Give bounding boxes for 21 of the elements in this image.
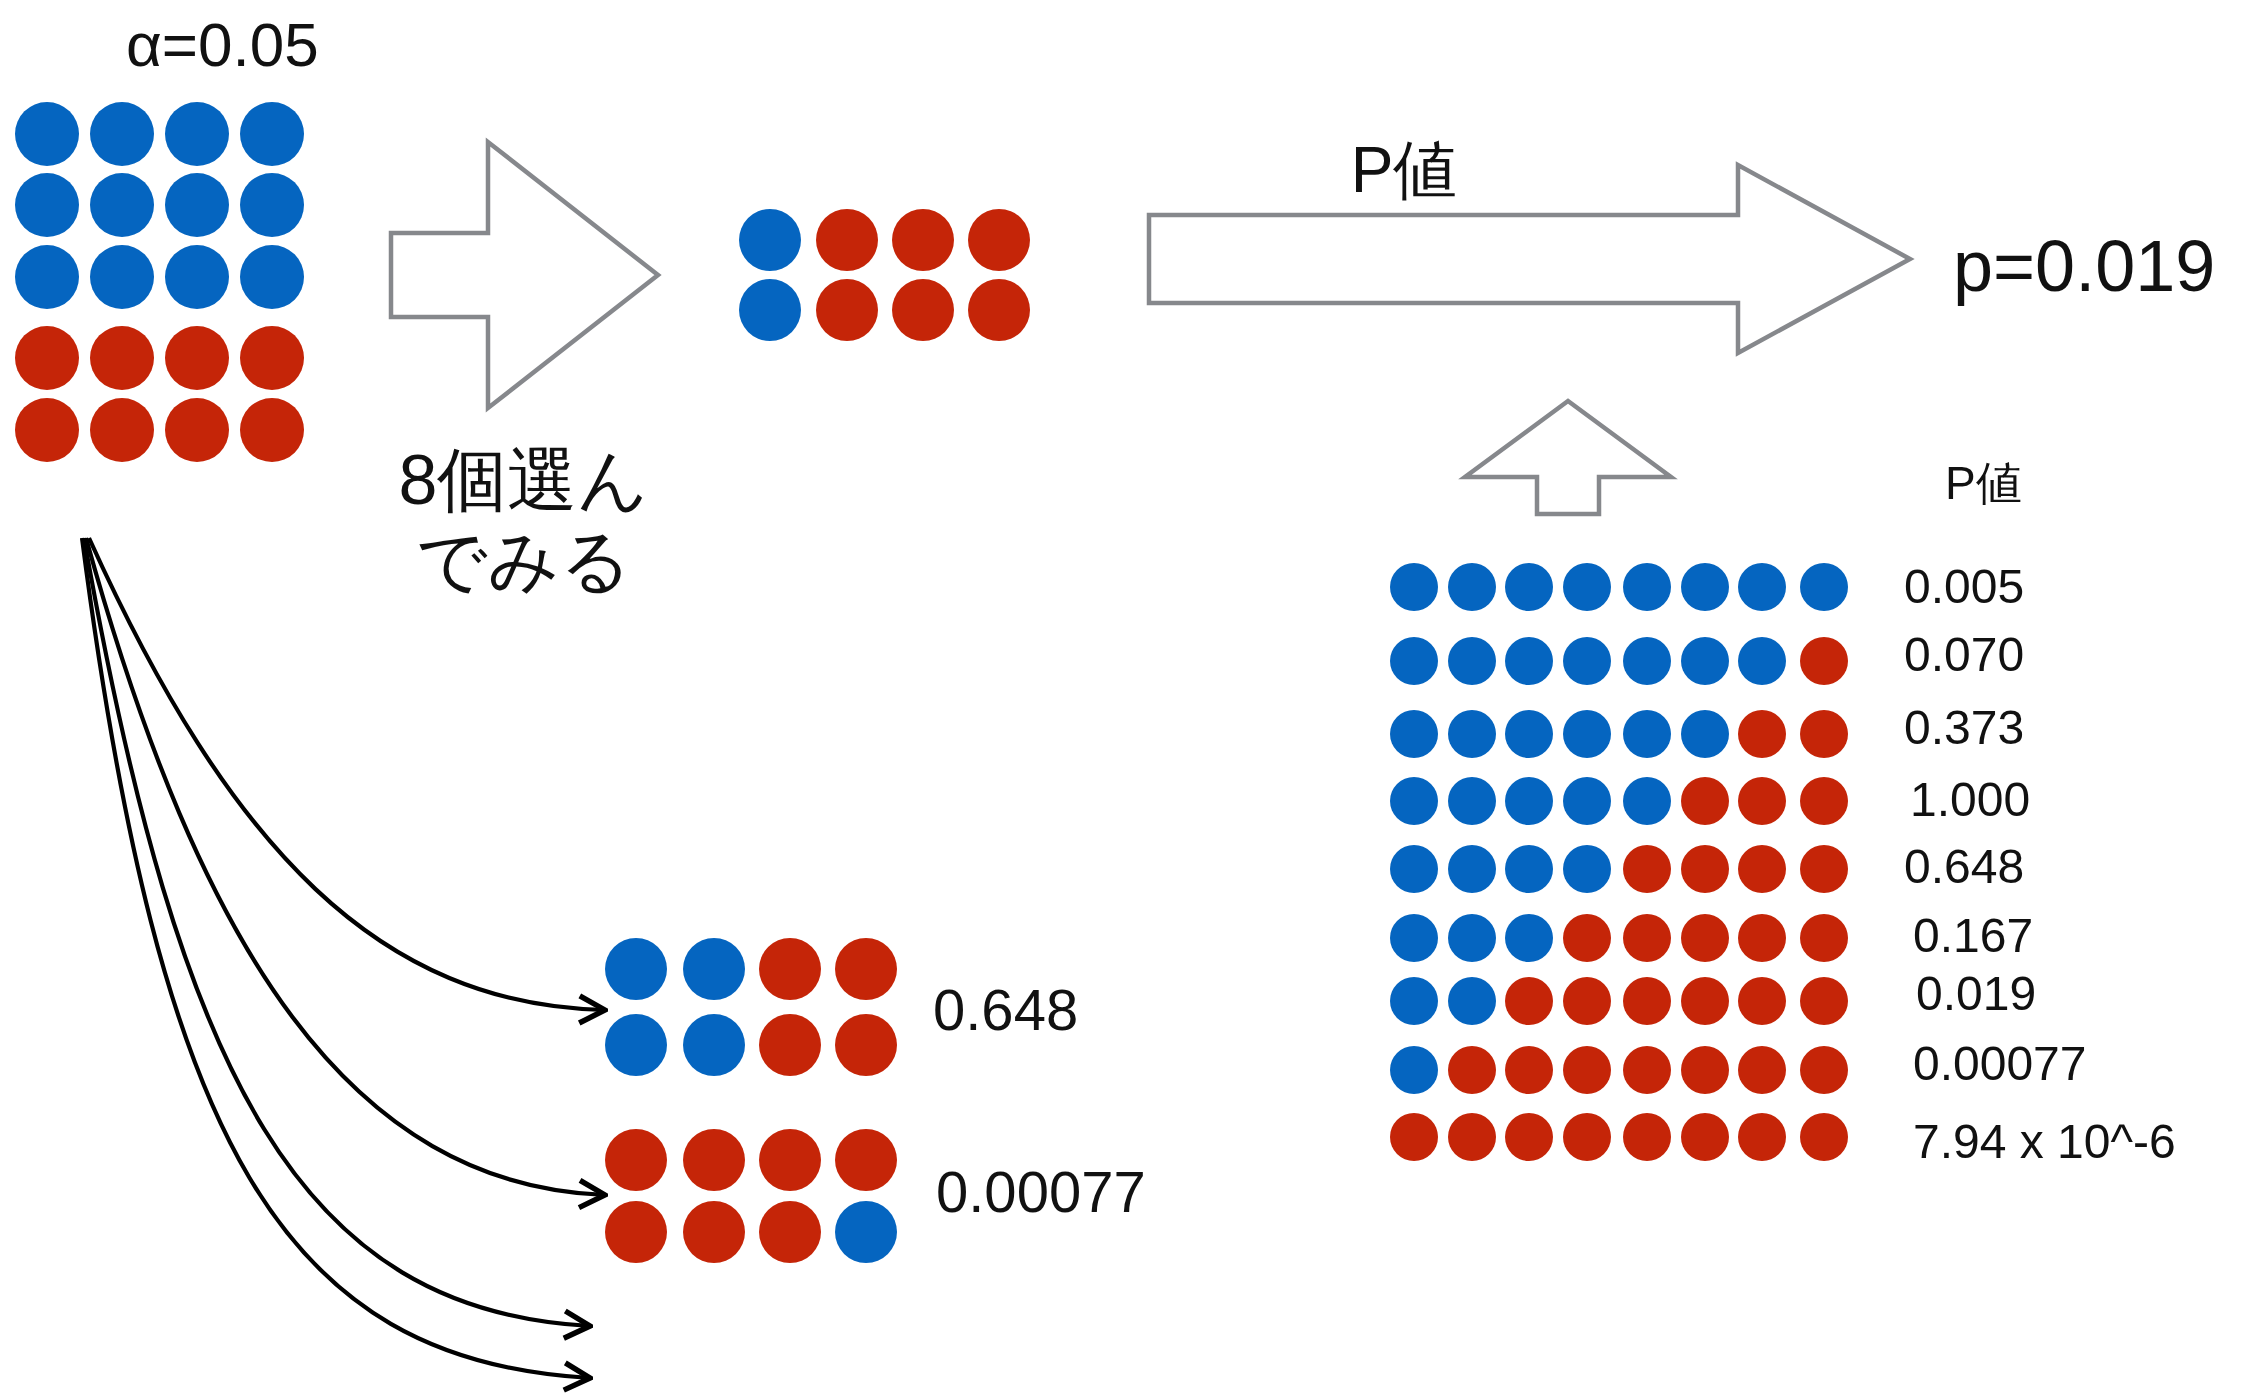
edge-label: P値	[1350, 133, 1458, 208]
column-header: P値	[1945, 456, 2022, 512]
p-value: 0.00077	[1913, 1036, 2087, 1093]
value-label: 0.648	[933, 976, 1079, 1045]
p-value: 1.000	[1910, 772, 2031, 829]
value-label: α=0.05	[126, 8, 319, 81]
curved-arrow	[84, 537, 608, 1209]
block-arrow	[388, 137, 662, 413]
block-arrow	[1146, 161, 1915, 357]
p-value: 0.373	[1904, 700, 2025, 757]
p-value: 0.648	[1904, 839, 2025, 896]
p-value: 0.070	[1904, 627, 2025, 684]
p-value: 7.94 x 10^-6	[1913, 1114, 2176, 1171]
curved-arrow	[87, 537, 608, 1025]
p-value: 0.019	[1916, 966, 2037, 1023]
value-label: 0.00077	[936, 1158, 1146, 1227]
p-value: 0.167	[1913, 908, 2034, 965]
p-value: 0.005	[1904, 559, 2025, 616]
result-value: p=0.019	[1953, 222, 2216, 310]
edge-label: 8個選んでみる	[397, 440, 651, 601]
block-arrow	[1458, 398, 1678, 517]
